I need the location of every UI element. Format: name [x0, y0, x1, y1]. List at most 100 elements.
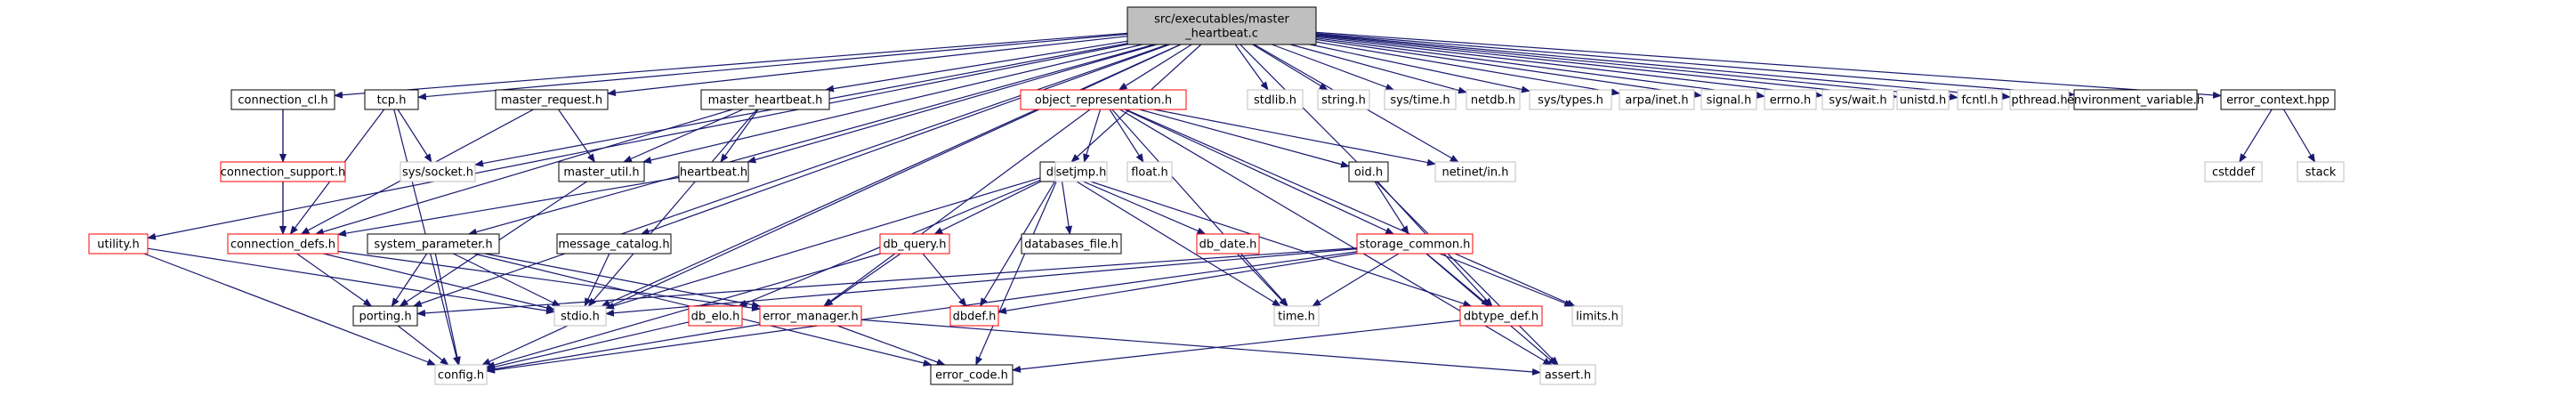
node-label-error_manager: error_manager.h	[763, 311, 859, 324]
node-netinet_in[interactable]: netinet/in.h	[1434, 161, 1516, 182]
node-master_util[interactable]: master_util.h	[558, 161, 645, 182]
node-connection_support[interactable]: connection_support.h	[220, 161, 346, 182]
node-pthread[interactable]: pthread.h	[2009, 89, 2070, 110]
edge-db_query-to-error_manager	[824, 253, 901, 307]
node-oid[interactable]: oid.h	[1348, 161, 1389, 182]
node-errno[interactable]: errno.h	[1764, 89, 1817, 110]
node-box-environment_variable	[2073, 89, 2198, 110]
node-error_manager[interactable]: error_manager.h	[759, 305, 862, 327]
node-box-utility	[88, 233, 149, 255]
node-stdio[interactable]: stdio.h	[553, 305, 607, 327]
edge-root-to-system_parameter	[467, 44, 1155, 236]
node-system_parameter[interactable]: system_parameter.h	[367, 233, 500, 255]
node-stdlib[interactable]: stdlib.h	[1247, 89, 1304, 110]
node-connection_defs[interactable]: connection_defs.h	[227, 233, 339, 255]
node-config[interactable]: config.h	[434, 364, 488, 385]
node-time[interactable]: time.h	[1273, 305, 1320, 327]
node-error_code[interactable]: error_code.h	[930, 364, 1013, 385]
node-db_date[interactable]: db_date.h	[1196, 233, 1260, 255]
edge-error_context-to-cstddef	[2239, 109, 2273, 163]
node-box-time	[1273, 305, 1320, 327]
node-label-sys_socket: sys/socket.h	[402, 166, 473, 180]
edge-object_representation-to-float	[1109, 109, 1144, 163]
node-sys_time[interactable]: sys/time.h	[1384, 89, 1457, 110]
node-label-db_query: db_query.h	[883, 238, 946, 252]
node-label-oid: oid.h	[1354, 166, 1383, 180]
edge-object_representation-to-limits	[1125, 109, 1576, 307]
node-db_query[interactable]: db_query.h	[879, 233, 950, 255]
node-utility[interactable]: utility.h	[88, 233, 149, 255]
node-box-heartbeat	[678, 161, 749, 182]
node-heartbeat[interactable]: heartbeat.h	[678, 161, 749, 182]
edge-message_catalog-to-stdio	[584, 253, 610, 307]
node-string[interactable]: string.h	[1317, 89, 1370, 110]
node-label-heartbeat: heartbeat.h	[680, 166, 747, 180]
node-label-db_elo: db_elo.h	[691, 311, 740, 324]
edge-root-to-sys_types	[1310, 44, 1530, 93]
edge-heartbeat-to-connection_defs	[337, 176, 680, 238]
node-databases_file[interactable]: databases_file.h	[1021, 233, 1122, 255]
node-db_elo[interactable]: db_elo.h	[688, 305, 743, 327]
node-setjmp[interactable]: setjmp.h	[1054, 161, 1108, 182]
edge-db_elo-to-config	[486, 321, 690, 371]
node-sys_socket[interactable]: sys/socket.h	[400, 161, 476, 182]
node-assert[interactable]: assert.h	[1539, 364, 1596, 385]
node-label-sys_time: sys/time.h	[1390, 94, 1450, 108]
edge-object_representation-to-error_manager	[823, 109, 1091, 307]
node-box-porting	[352, 305, 418, 327]
edge-root-to-stdio	[601, 44, 1181, 307]
node-sys_wait[interactable]: sys/wait.h	[1821, 89, 1894, 110]
edge-db_query-to-dbdef	[922, 253, 967, 307]
node-environment_variable[interactable]: environment_variable.h	[2067, 89, 2204, 110]
node-sys_types[interactable]: sys/types.h	[1529, 89, 1612, 110]
node-cstddef[interactable]: cstddef	[2204, 161, 2263, 182]
edge-storage_common-to-limits	[1439, 253, 1574, 307]
node-porting[interactable]: porting.h	[352, 305, 418, 327]
node-root[interactable]: src/executables/master_heartbeat.c	[1126, 6, 1317, 45]
edge-object_representation-to-time	[1111, 109, 1288, 307]
node-master_request[interactable]: master_request.h	[495, 89, 609, 110]
node-fcntl[interactable]: fcntl.h	[1957, 89, 2003, 110]
node-storage_common[interactable]: storage_common.h	[1356, 233, 1474, 255]
node-label-master_util: master_util.h	[563, 166, 639, 180]
node-box-master_heartbeat	[700, 89, 830, 110]
node-box-master_util	[558, 161, 645, 182]
edge-dbi-to-dbdef	[980, 181, 1055, 307]
node-tcp[interactable]: tcp.h	[364, 89, 419, 110]
node-box-db_elo	[688, 305, 743, 327]
node-error_context[interactable]: error_context.hpp	[2220, 89, 2336, 110]
node-box-signal	[1700, 89, 1757, 110]
edge-connection_defs-to-porting	[296, 253, 373, 307]
edge-dbi-to-db_query	[933, 181, 1041, 235]
edge-storage_common-to-time	[1312, 253, 1400, 307]
node-box-error_manager	[759, 305, 862, 327]
edge-system_parameter-to-porting	[391, 253, 428, 307]
edge-storage_common-to-stdio	[605, 248, 1358, 317]
node-label-connection_cl: connection_cl.h	[238, 94, 327, 108]
node-box-config	[434, 364, 488, 385]
edge-storage_common-to-porting	[416, 247, 1358, 317]
edge-root-to-sys_wait	[1315, 36, 1823, 99]
node-limits[interactable]: limits.h	[1571, 305, 1623, 327]
node-stack[interactable]: stack	[2297, 161, 2345, 182]
node-label-sys_wait: sys/wait.h	[1829, 94, 1886, 108]
node-dbtype_def[interactable]: dbtype_def.h	[1459, 305, 1543, 327]
node-connection_cl[interactable]: connection_cl.h	[230, 89, 335, 110]
edge-oid-to-storage_common	[1374, 181, 1409, 235]
node-label-error_code: error_code.h	[935, 369, 1008, 383]
node-dbdef[interactable]: dbdef.h	[949, 305, 999, 327]
node-box-assert	[1539, 364, 1596, 385]
node-netdb[interactable]: netdb.h	[1466, 89, 1521, 110]
node-arpa_inet[interactable]: arpa/inet.h	[1619, 89, 1695, 110]
node-label-message_catalog: message_catalog.h	[558, 238, 669, 252]
node-float[interactable]: float.h	[1126, 161, 1173, 182]
node-message_catalog[interactable]: message_catalog.h	[556, 233, 672, 255]
node-label-stdlib: stdlib.h	[1254, 94, 1296, 108]
node-signal[interactable]: signal.h	[1700, 89, 1757, 110]
node-master_heartbeat[interactable]: master_heartbeat.h	[700, 89, 830, 110]
node-label-unistd: unistd.h	[1900, 94, 1947, 108]
edge-object_representation-to-storage_common	[1124, 109, 1395, 235]
node-unistd[interactable]: unistd.h	[1896, 89, 1950, 110]
node-object_representation[interactable]: object_representation.h	[1020, 89, 1187, 110]
node-box-oid	[1348, 161, 1389, 182]
